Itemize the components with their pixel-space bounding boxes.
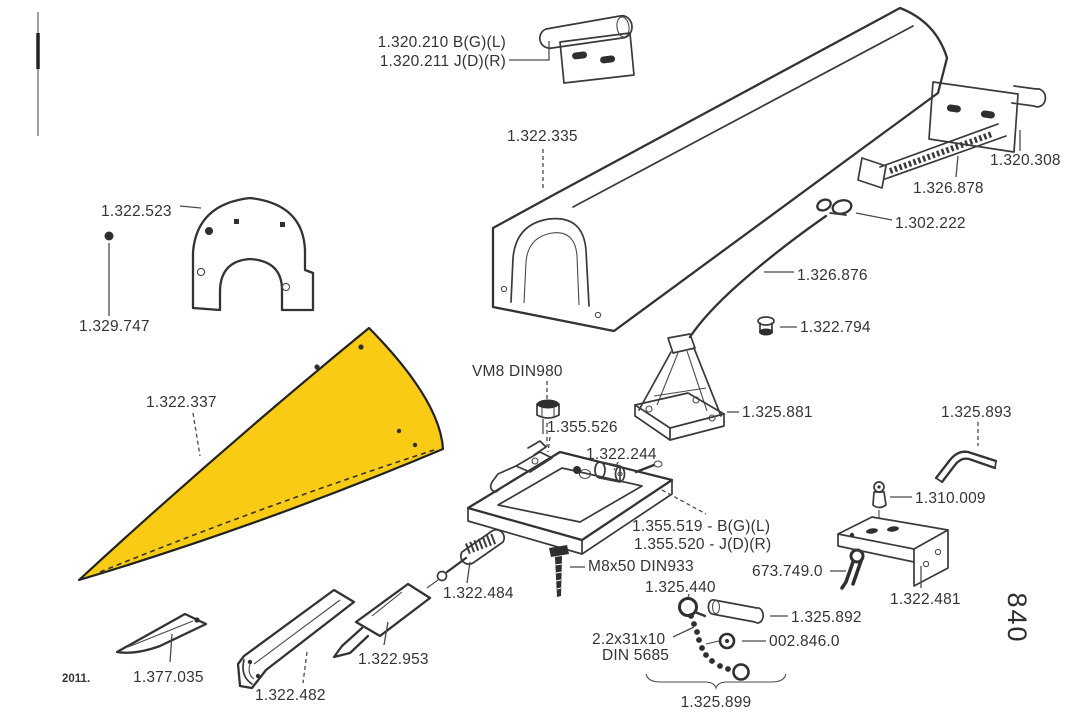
page-number-vertical: 840 [1002, 592, 1032, 643]
label-1322337: 1.322.337 [146, 394, 217, 411]
label-1322482: 1.322.482 [255, 687, 326, 704]
part-bolt-m8 [549, 545, 585, 597]
label-m8x50: M8x50 DIN933 [588, 558, 694, 575]
label-1325892: 1.325.892 [791, 609, 862, 626]
part-channel-beam [236, 588, 356, 690]
label-1322244: 1.322.244 [586, 446, 657, 463]
label-1355520: 1.355.520 - J(D)(R) [634, 536, 771, 553]
part-bracket-right [928, 81, 1047, 153]
label-1325893: 1.325.893 [941, 404, 1012, 421]
label-1320210: 1.320.210 B(G)(L) [378, 34, 506, 51]
label-1355526: 1.355.526 [547, 419, 618, 436]
label-1322481: 1.322.481 [890, 591, 961, 608]
label-chain-size: 2.2x31x10 [592, 631, 666, 648]
part-fender-highlighted [77, 326, 445, 582]
label-1320211: 1.320.211 J(D)(R) [380, 53, 506, 70]
part-cover [491, 6, 949, 333]
label-1322335: 1.322.335 [507, 128, 578, 145]
label-1329747: 1.329.747 [79, 318, 150, 335]
part-nut-vm8 [536, 381, 560, 447]
label-1322953: 1.322.953 [358, 651, 429, 668]
label-1325881: 1.325.881 [742, 404, 813, 421]
label-1326876: 1.326.876 [797, 267, 868, 284]
part-dot-pin [104, 231, 114, 316]
label-1322523: 1.322.523 [101, 203, 172, 220]
fender-shape [77, 326, 445, 582]
part-pin [707, 599, 788, 624]
part-cable-rod [688, 214, 828, 339]
part-small-wedge [115, 612, 208, 663]
label-vm8-din980: VM8 DIN980 [472, 363, 563, 380]
part-support-frame [466, 419, 707, 555]
label-1322484: 1.322.484 [443, 585, 514, 602]
label-1377035: 1.377.035 [133, 669, 204, 686]
assembly-brace [645, 673, 787, 690]
label-1310009: 1.310.009 [915, 490, 986, 507]
label-chain-din: DIN 5685 [602, 647, 669, 664]
label-1322794: 1.322.794 [800, 319, 871, 336]
part-cap [757, 316, 797, 336]
label-1302222: 1.302.222 [895, 215, 966, 232]
label-1325899: 1.325.899 [681, 694, 752, 711]
label-6737490: 673.749.0 [752, 563, 823, 580]
part-slide-rail [857, 123, 1007, 189]
part-clip [816, 198, 893, 221]
part-chain [672, 613, 766, 681]
part-a-frame [634, 333, 739, 441]
label-1355519: 1.355.519 - B(G)(L) [632, 518, 770, 535]
part-turnbuckle [332, 528, 506, 659]
label-1320308: 1.320.308 [990, 152, 1061, 169]
label-1325440: 1.325.440 [645, 579, 716, 596]
footer-revision: 2011. [62, 673, 90, 685]
part-plate-bracket [837, 516, 949, 588]
part-r-clip [830, 548, 865, 590]
part-pin-bracket-top [509, 14, 635, 84]
part-arch-bracket [179, 196, 315, 312]
label-1326878: 1.326.878 [913, 180, 984, 197]
part-valve [872, 481, 912, 520]
part-ring-pin [678, 593, 707, 618]
part-u-bolt [934, 422, 998, 484]
label-0028460: 002.846.0 [769, 633, 840, 650]
